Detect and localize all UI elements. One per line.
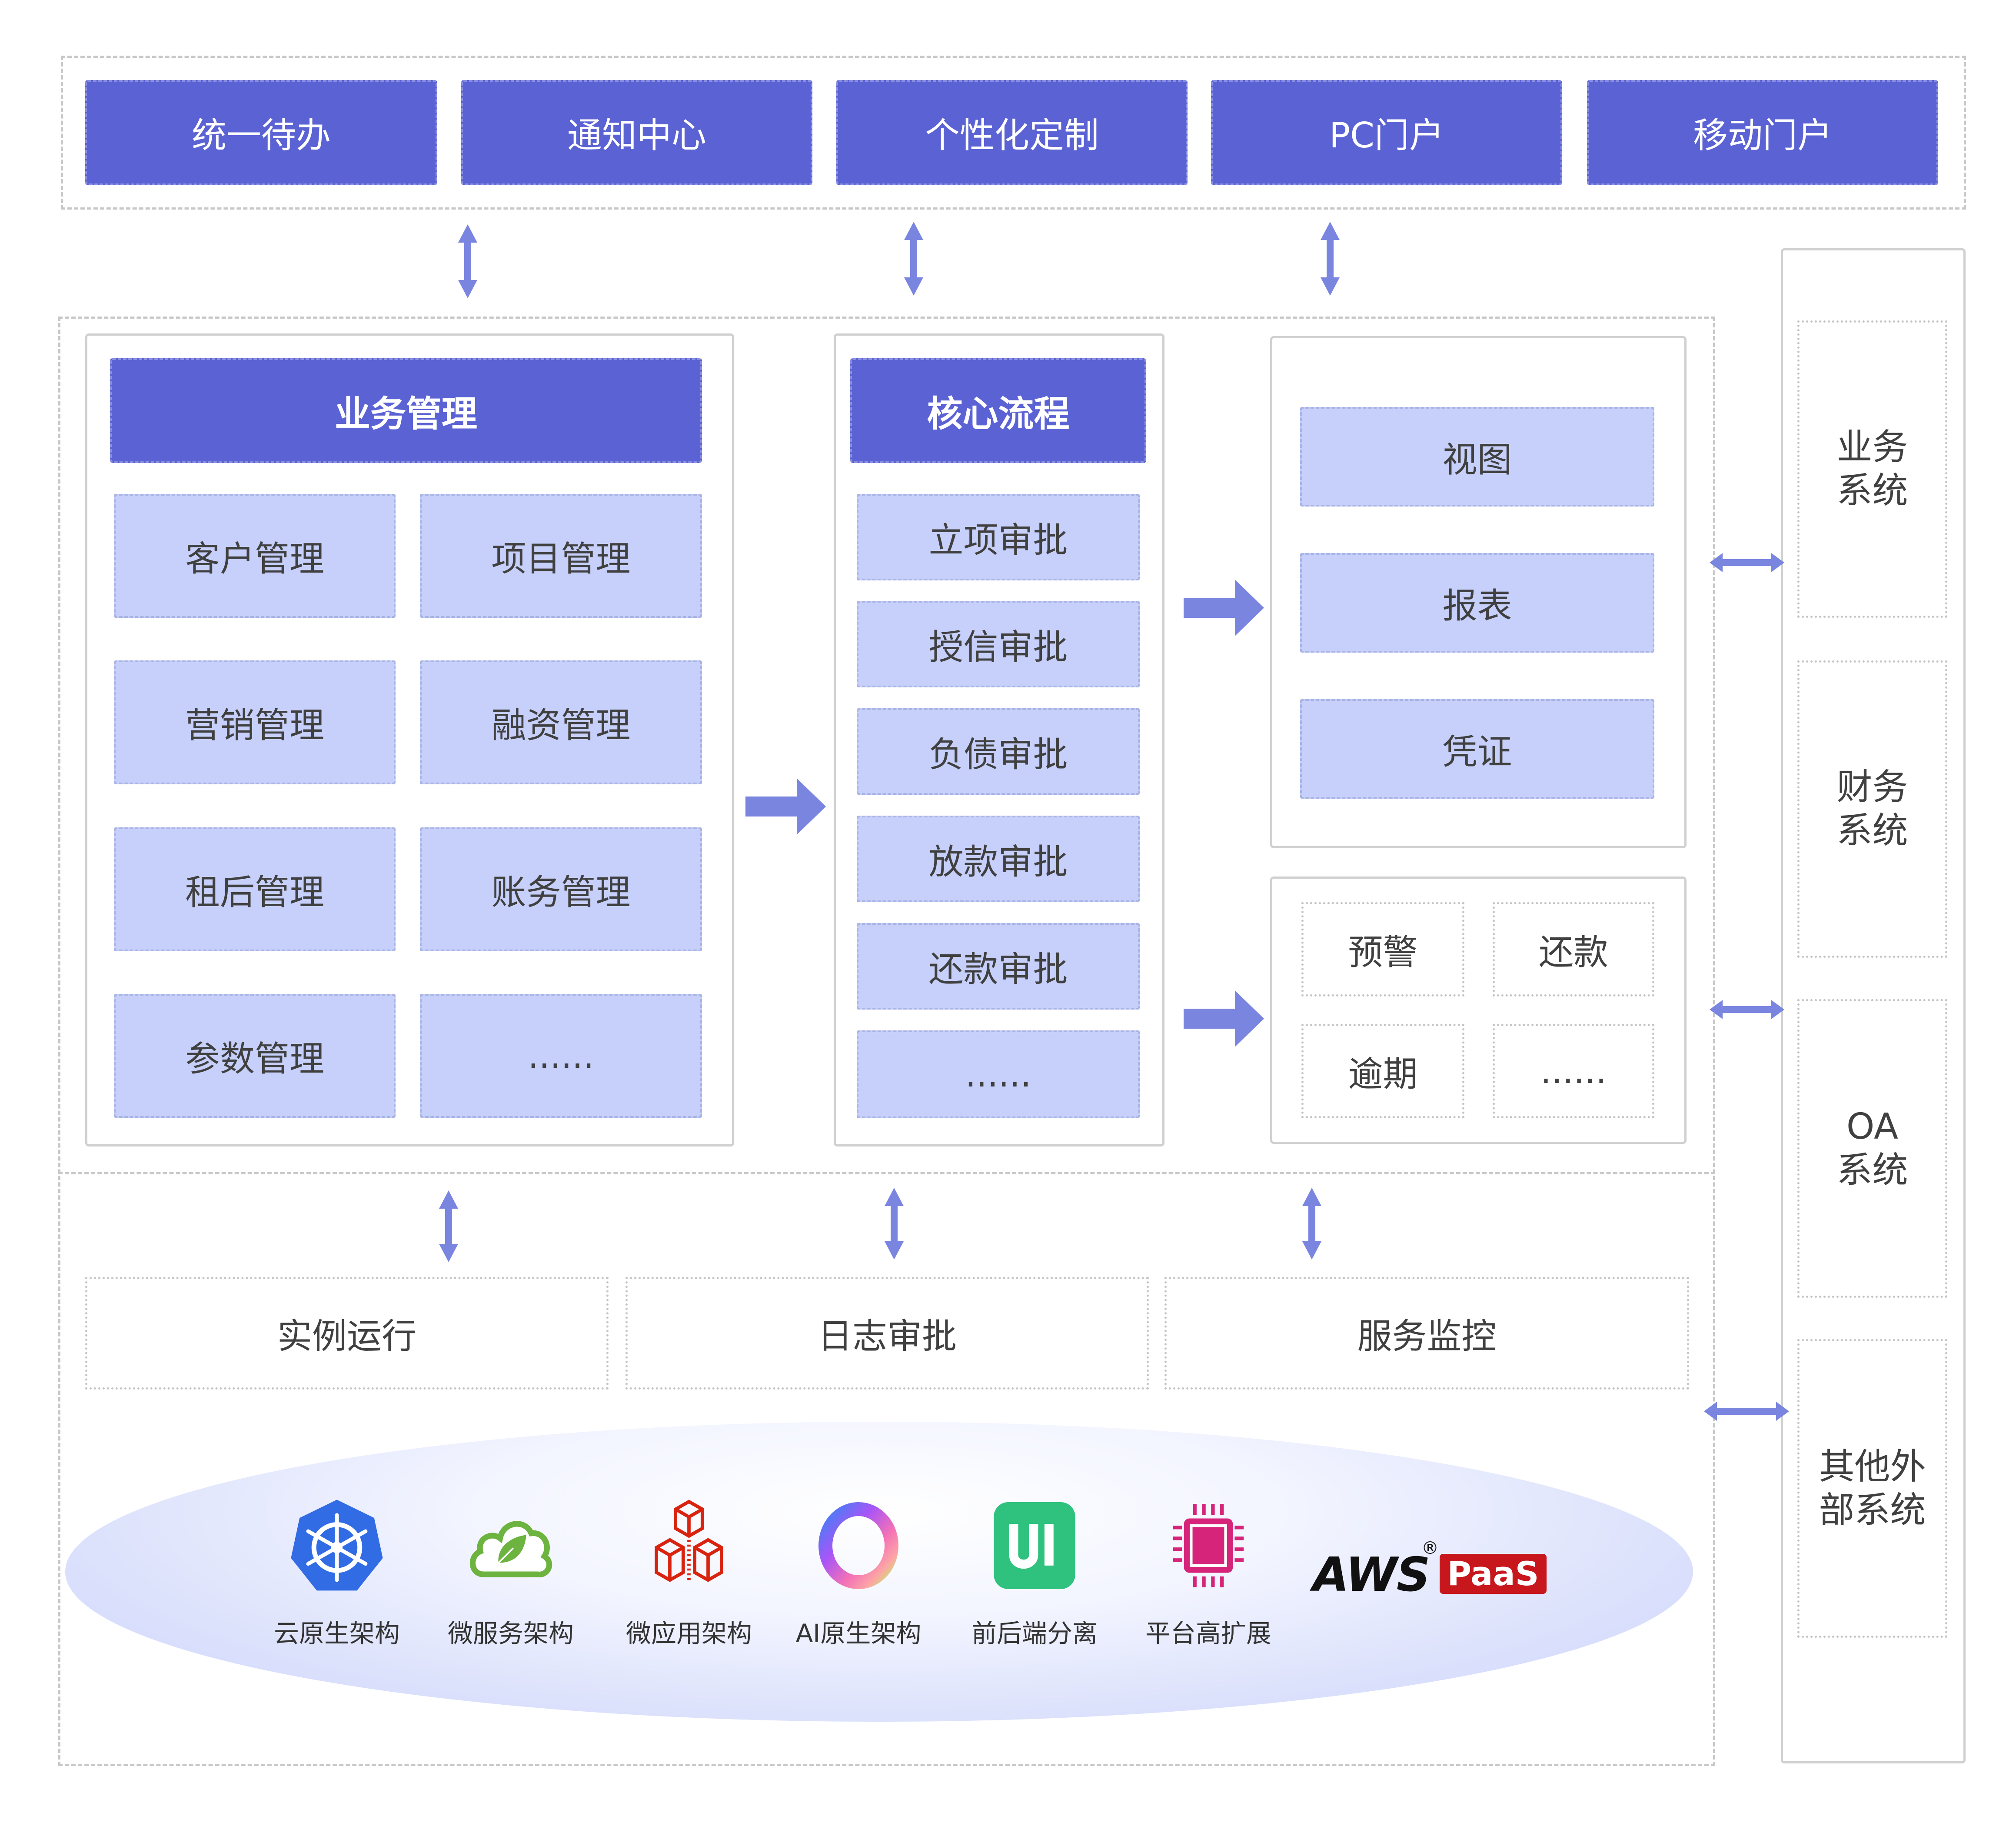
tech-label: 微服务架构 xyxy=(447,1619,574,1648)
process-liability-approval[interactable]: 负债审批 xyxy=(857,708,1140,795)
monitor-repayment[interactable]: 还款 xyxy=(1493,902,1654,996)
module-project[interactable]: 项目管理 xyxy=(420,494,702,618)
tech-label: 云原生架构 xyxy=(273,1619,400,1648)
ai-ring-icon xyxy=(808,1496,908,1596)
ext-label-line1: 业务 xyxy=(1836,427,1908,468)
output-voucher[interactable]: 凭证 xyxy=(1300,699,1654,799)
module-customer[interactable]: 客户管理 xyxy=(114,494,396,618)
chip-icon xyxy=(1158,1496,1258,1596)
core-system-container xyxy=(58,317,1715,1766)
arrow-right-icon xyxy=(745,778,826,835)
spring-cloud-icon xyxy=(461,1496,561,1596)
tech-cloud-native: 云原生架构 xyxy=(265,1496,409,1650)
tech-extensibility: 平台高扩展 xyxy=(1137,1496,1280,1650)
double-arrow-horizontal-icon xyxy=(1704,1402,1789,1421)
double-arrow-horizontal-icon xyxy=(1710,553,1784,572)
ops-service-monitoring[interactable]: 服务监控 xyxy=(1164,1277,1689,1390)
module-accounting[interactable]: 账务管理 xyxy=(420,827,702,951)
module-more[interactable]: ...... xyxy=(420,994,702,1118)
tech-micro-frontend: 微应用架构 xyxy=(617,1496,761,1650)
external-business-system[interactable]: 业务系统 xyxy=(1797,320,1947,618)
external-finance-system[interactable]: 财务系统 xyxy=(1797,660,1947,958)
module-financing[interactable]: 融资管理 xyxy=(420,660,702,784)
module-marketing[interactable]: 营销管理 xyxy=(114,660,396,784)
process-repayment-approval[interactable]: 还款审批 xyxy=(857,923,1140,1010)
core-process-title: 核心流程 xyxy=(850,358,1146,463)
portal-item-personalization[interactable]: 个性化定制 xyxy=(836,80,1188,185)
brand-name: AWS xyxy=(1313,1548,1430,1602)
ext-label-line1: 其他外 xyxy=(1819,1446,1926,1487)
process-more[interactable]: ...... xyxy=(857,1030,1140,1118)
business-management-title: 业务管理 xyxy=(110,358,702,463)
portal-layer xyxy=(61,56,1966,210)
aws-paas-logo: AWS ® PaaS xyxy=(1313,1538,1547,1602)
process-disbursement-approval[interactable]: 放款审批 xyxy=(857,816,1140,902)
monitor-warning[interactable]: 预警 xyxy=(1301,902,1464,996)
tech-microservices: 微服务架构 xyxy=(439,1496,582,1650)
ui-icon xyxy=(985,1496,1085,1596)
ext-label-line1: 财务 xyxy=(1836,767,1908,808)
ext-label-line1: OA xyxy=(1846,1106,1899,1147)
double-arrow-vertical-icon xyxy=(439,1190,458,1262)
ext-label-line2: 部系统 xyxy=(1819,1489,1926,1531)
ext-label-line2: 系统 xyxy=(1836,470,1908,511)
arrow-right-icon xyxy=(1184,990,1264,1047)
external-other-system[interactable]: 其他外部系统 xyxy=(1797,1339,1947,1638)
portal-item-pc[interactable]: PC门户 xyxy=(1211,80,1562,185)
process-project-approval[interactable]: 立项审批 xyxy=(857,494,1140,580)
monitor-more[interactable]: ...... xyxy=(1493,1024,1654,1118)
output-report[interactable]: 报表 xyxy=(1300,553,1654,653)
portal-item-mobile[interactable]: 移动门户 xyxy=(1587,80,1938,185)
tech-label: 前后端分离 xyxy=(971,1619,1098,1648)
kubernetes-icon xyxy=(287,1496,387,1596)
ext-label-line2: 系统 xyxy=(1836,1149,1908,1191)
section-divider xyxy=(58,1172,1715,1174)
module-parameters[interactable]: 参数管理 xyxy=(114,994,396,1118)
double-arrow-vertical-icon xyxy=(904,222,923,296)
tech-label: 微应用架构 xyxy=(625,1619,752,1648)
module-post-lease[interactable]: 租后管理 xyxy=(114,827,396,951)
double-arrow-vertical-icon xyxy=(458,224,477,298)
process-credit-approval[interactable]: 授信审批 xyxy=(857,601,1140,687)
paas-badge: PaaS xyxy=(1440,1554,1547,1594)
tech-label: AI原生架构 xyxy=(795,1619,922,1648)
ext-label-line2: 系统 xyxy=(1836,810,1908,851)
registered-mark: ® xyxy=(1421,1538,1439,1558)
double-arrow-horizontal-icon xyxy=(1710,1000,1784,1019)
portal-item-notification[interactable]: 通知中心 xyxy=(461,80,812,185)
output-view[interactable]: 视图 xyxy=(1300,407,1654,507)
tech-frontend-backend-separation: 前后端分离 xyxy=(963,1496,1106,1650)
ops-instance-running[interactable]: 实例运行 xyxy=(85,1277,609,1390)
monitor-overdue[interactable]: 逾期 xyxy=(1301,1024,1464,1118)
ops-log-approval[interactable]: 日志审批 xyxy=(625,1277,1149,1390)
tech-ai-native: AI原生架构 xyxy=(787,1496,930,1650)
cubes-icon xyxy=(639,1496,739,1596)
double-arrow-vertical-icon xyxy=(1302,1188,1321,1260)
arrow-right-icon xyxy=(1184,580,1264,636)
portal-item-todo[interactable]: 统一待办 xyxy=(85,80,437,185)
double-arrow-vertical-icon xyxy=(885,1188,904,1260)
double-arrow-vertical-icon xyxy=(1321,222,1340,296)
tech-label: 平台高扩展 xyxy=(1145,1619,1271,1648)
